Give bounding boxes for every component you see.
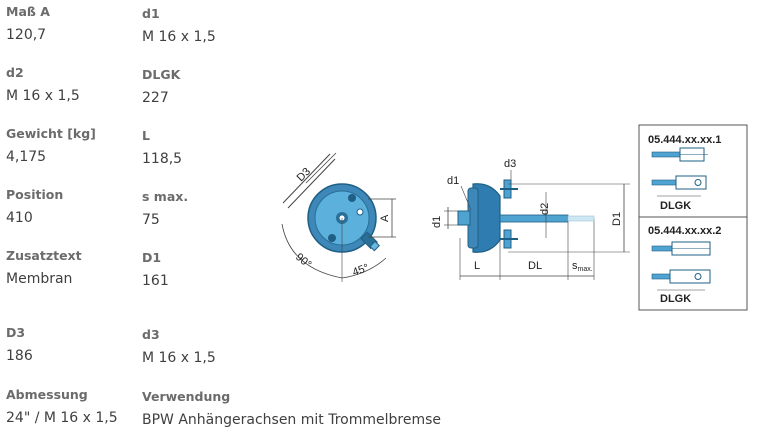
spec-d3-thread: d3 M 16 x 1,5 [142,327,216,367]
port-fitting [457,210,471,226]
label-angle-45: 45° [351,262,371,279]
label-dl: DL [528,260,542,272]
spec-d3-size: D3 186 [6,325,33,365]
side-view: d1 d1 d3 d2 D1 L DL smax. [431,158,630,280]
dlgk-label-1: DLGK [660,200,691,212]
part-number-1: 05.444.xx.xx.1 [648,134,721,146]
spec-zusatztext: Zusatztext Membran [6,248,82,288]
spec-label: Zusatztext [6,248,82,263]
spec-position: Position 410 [6,187,63,227]
spec-value: M 16 x 1,5 [6,88,80,104]
spec-l: L 118,5 [142,128,182,168]
spec-label: d2 [6,65,24,80]
label-d3-diameter: D3 [295,166,313,184]
label-l: L [474,260,480,272]
mounting-bolt [348,194,356,202]
spec-value: 161 [142,273,169,289]
push-rod [499,214,569,223]
clevis-detail-box: 05.444.xx.xx.1 DLGK 05.444.xx.xx.2 DLGK [638,124,748,311]
spec-label: Gewicht [kg] [6,126,96,141]
spec-value: Membran [6,271,73,287]
front-view: D3 A 90° 45° [281,152,396,282]
spec-label: Maß A [6,4,50,19]
spec-value: 118,5 [142,151,183,167]
spec-value: M 16 x 1,5 [142,29,216,45]
spec-value: 227 [142,90,169,106]
spec-label: d3 [142,327,160,342]
spec-abmessung: Abmessung 24" / M 16 x 1,5 [6,387,118,427]
spec-value: M 16 x 1,5 [142,350,216,366]
spec-label: s max. [142,189,189,204]
spec-label: D1 [142,250,162,265]
label-d2: d2 [539,203,551,215]
stroke-range [567,215,595,222]
label-s-max: smax. [572,260,593,273]
part-number-2: 05.444.xx.xx.2 [648,225,721,237]
spec-value: 120,7 [6,27,47,43]
spec-d2: d2 M 16 x 1,5 [6,65,80,105]
spec-d1: d1 M 16 x 1,5 [142,6,216,46]
spec-value: 410 [6,210,33,226]
spec-mass-a: Maß A 120,7 [6,4,50,44]
mounting-bolt [328,234,336,242]
spec-label: Abmessung [6,387,88,402]
label-d1-port: d1 [431,216,443,228]
spec-value: 75 [142,212,160,228]
brake-chamber-drawing: D3 A 90° 45° [281,124,748,311]
spec-big-d1: D1 161 [142,250,169,290]
spec-dlgk: DLGK 227 [142,67,180,107]
spec-label: DLGK [142,67,181,82]
dlgk-label-2: DLGK [660,293,691,305]
label-big-d1: D1 [611,212,623,226]
spec-value: 186 [6,348,33,364]
label-a: A [379,214,391,222]
spec-label: D3 [6,325,26,340]
spec-verwendung: Verwendung BPW Anhängerachsen mit Tromme… [142,389,441,429]
label-d3-bolt: d3 [504,158,516,170]
label-d1-top: d1 [447,175,459,187]
spec-label: d1 [142,6,160,21]
spec-weight: Gewicht [kg] 4,175 [6,126,96,166]
spec-value: BPW Anhängerachsen mit Trommelbremse [142,412,441,428]
spec-label: L [142,128,150,143]
spec-label: Verwendung [142,389,231,404]
spec-s-max: s max. 75 [142,189,188,229]
spec-label: Position [6,187,64,202]
spec-value: 4,175 [6,149,47,165]
spec-value: 24" / M 16 x 1,5 [6,410,118,426]
